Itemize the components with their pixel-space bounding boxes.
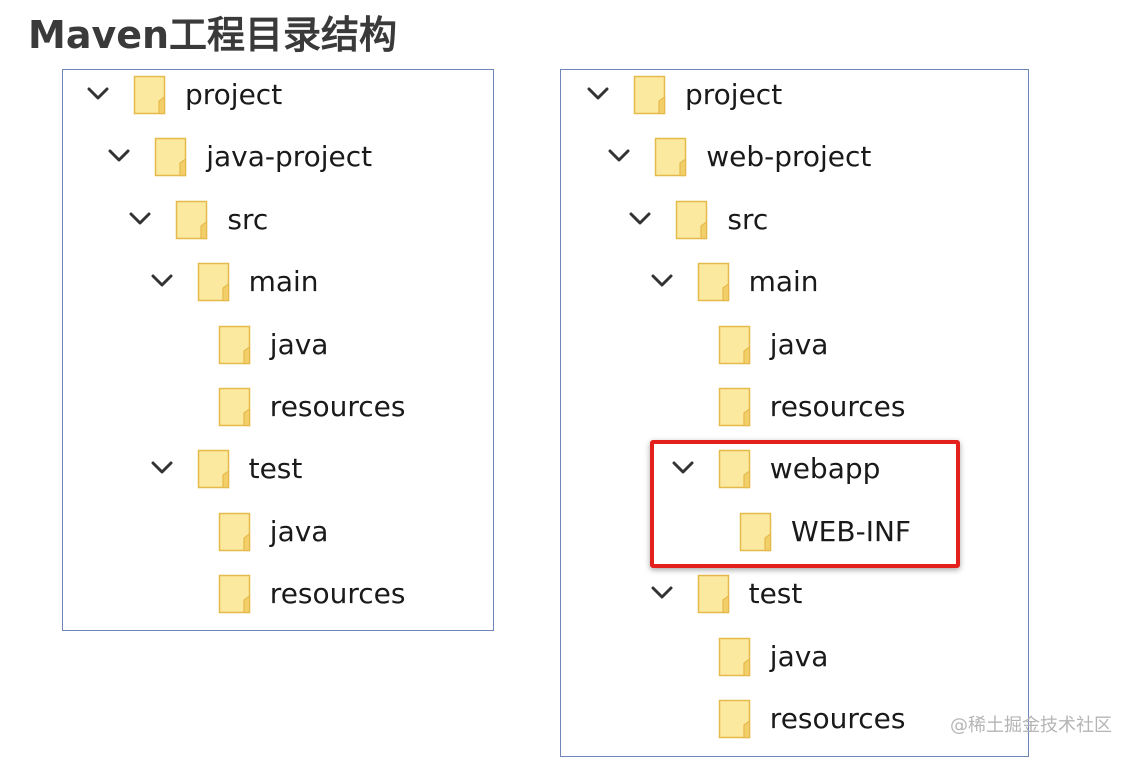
tree-node[interactable]: java [668, 632, 1008, 682]
chevron-down-icon[interactable] [147, 257, 177, 307]
folder-icon [654, 137, 688, 177]
folder-icon [633, 75, 667, 115]
folder-label: resources [769, 390, 906, 423]
folder-label: test [248, 452, 303, 486]
folder-icon [175, 200, 209, 240]
folder-icon [218, 387, 252, 427]
tree-node[interactable]: src [625, 195, 965, 245]
tree-node[interactable]: src [125, 195, 465, 245]
folder-icon [718, 387, 752, 427]
folder-label: java-project [206, 140, 373, 174]
folder-label: src [727, 202, 769, 236]
tree-node[interactable]: java [168, 507, 508, 557]
tree-node[interactable]: project [583, 70, 923, 120]
chevron-down-icon[interactable] [83, 70, 113, 120]
folder-label: test [748, 577, 803, 611]
watermark: @稀土掘金技术社区 [950, 715, 1112, 736]
folder-icon [197, 449, 231, 489]
java-project-tree-panel: project java-project src main java resources t… [62, 69, 494, 631]
tree-node[interactable]: test [147, 444, 487, 494]
chevron-down-icon[interactable] [647, 569, 677, 619]
folder-label: webapp [769, 452, 881, 486]
folder-icon [718, 325, 752, 365]
tree-node[interactable]: java [168, 320, 508, 370]
folder-label: main [748, 265, 819, 299]
folder-icon [218, 512, 252, 552]
tree-node[interactable]: java-project [104, 132, 444, 182]
folder-icon [675, 200, 709, 240]
tree-node[interactable]: webapp [668, 444, 1008, 494]
tree-node[interactable]: main [147, 257, 487, 307]
webapp-highlight-box [650, 440, 960, 568]
folder-icon [133, 75, 167, 115]
folder-icon [218, 325, 252, 365]
chevron-down-icon[interactable] [625, 195, 655, 245]
tree-node[interactable]: test [647, 569, 987, 619]
tree-node[interactable]: web-project [604, 132, 944, 182]
folder-label: WEB-INF [791, 514, 911, 548]
chevron-down-icon[interactable] [104, 132, 134, 182]
chevron-down-icon[interactable] [604, 132, 634, 182]
tree-node[interactable]: WEB-INF [689, 507, 1029, 557]
folder-icon [218, 574, 252, 614]
folder-label: java [269, 514, 329, 548]
folder-icon [718, 637, 752, 677]
folder-icon [718, 699, 752, 739]
folder-label: src [227, 202, 269, 236]
chevron-down-icon[interactable] [583, 70, 613, 120]
tree-node[interactable]: java [668, 320, 1008, 370]
chevron-down-icon[interactable] [125, 195, 155, 245]
tree-node[interactable]: resources [668, 694, 1008, 744]
folder-icon [718, 449, 752, 489]
chevron-down-icon[interactable] [147, 444, 177, 494]
folder-label: java [769, 639, 829, 673]
folder-icon [697, 574, 731, 614]
chevron-down-icon[interactable] [668, 444, 698, 494]
folder-icon [697, 262, 731, 302]
folder-label: java [269, 327, 329, 361]
folder-label: resources [769, 702, 906, 735]
page-title: Maven工程目录结构 [28, 13, 398, 57]
folder-label: project [185, 78, 283, 111]
tree-node[interactable]: resources [668, 382, 1008, 432]
folder-label: resources [269, 390, 406, 423]
tree-node[interactable]: main [647, 257, 987, 307]
chevron-down-icon[interactable] [647, 257, 677, 307]
folder-icon [197, 262, 231, 302]
tree-node[interactable]: resources [168, 382, 508, 432]
folder-label: web-project [706, 140, 872, 174]
folder-label: project [685, 78, 783, 111]
tree-node[interactable]: resources [168, 569, 508, 619]
folder-label: resources [269, 577, 406, 611]
tree-node[interactable]: project [83, 70, 423, 120]
folder-icon [739, 512, 773, 552]
folder-label: java [769, 327, 829, 361]
web-project-tree-panel: project web-project src main java resources we… [560, 69, 1029, 757]
folder-label: main [248, 265, 319, 299]
folder-icon [154, 137, 188, 177]
